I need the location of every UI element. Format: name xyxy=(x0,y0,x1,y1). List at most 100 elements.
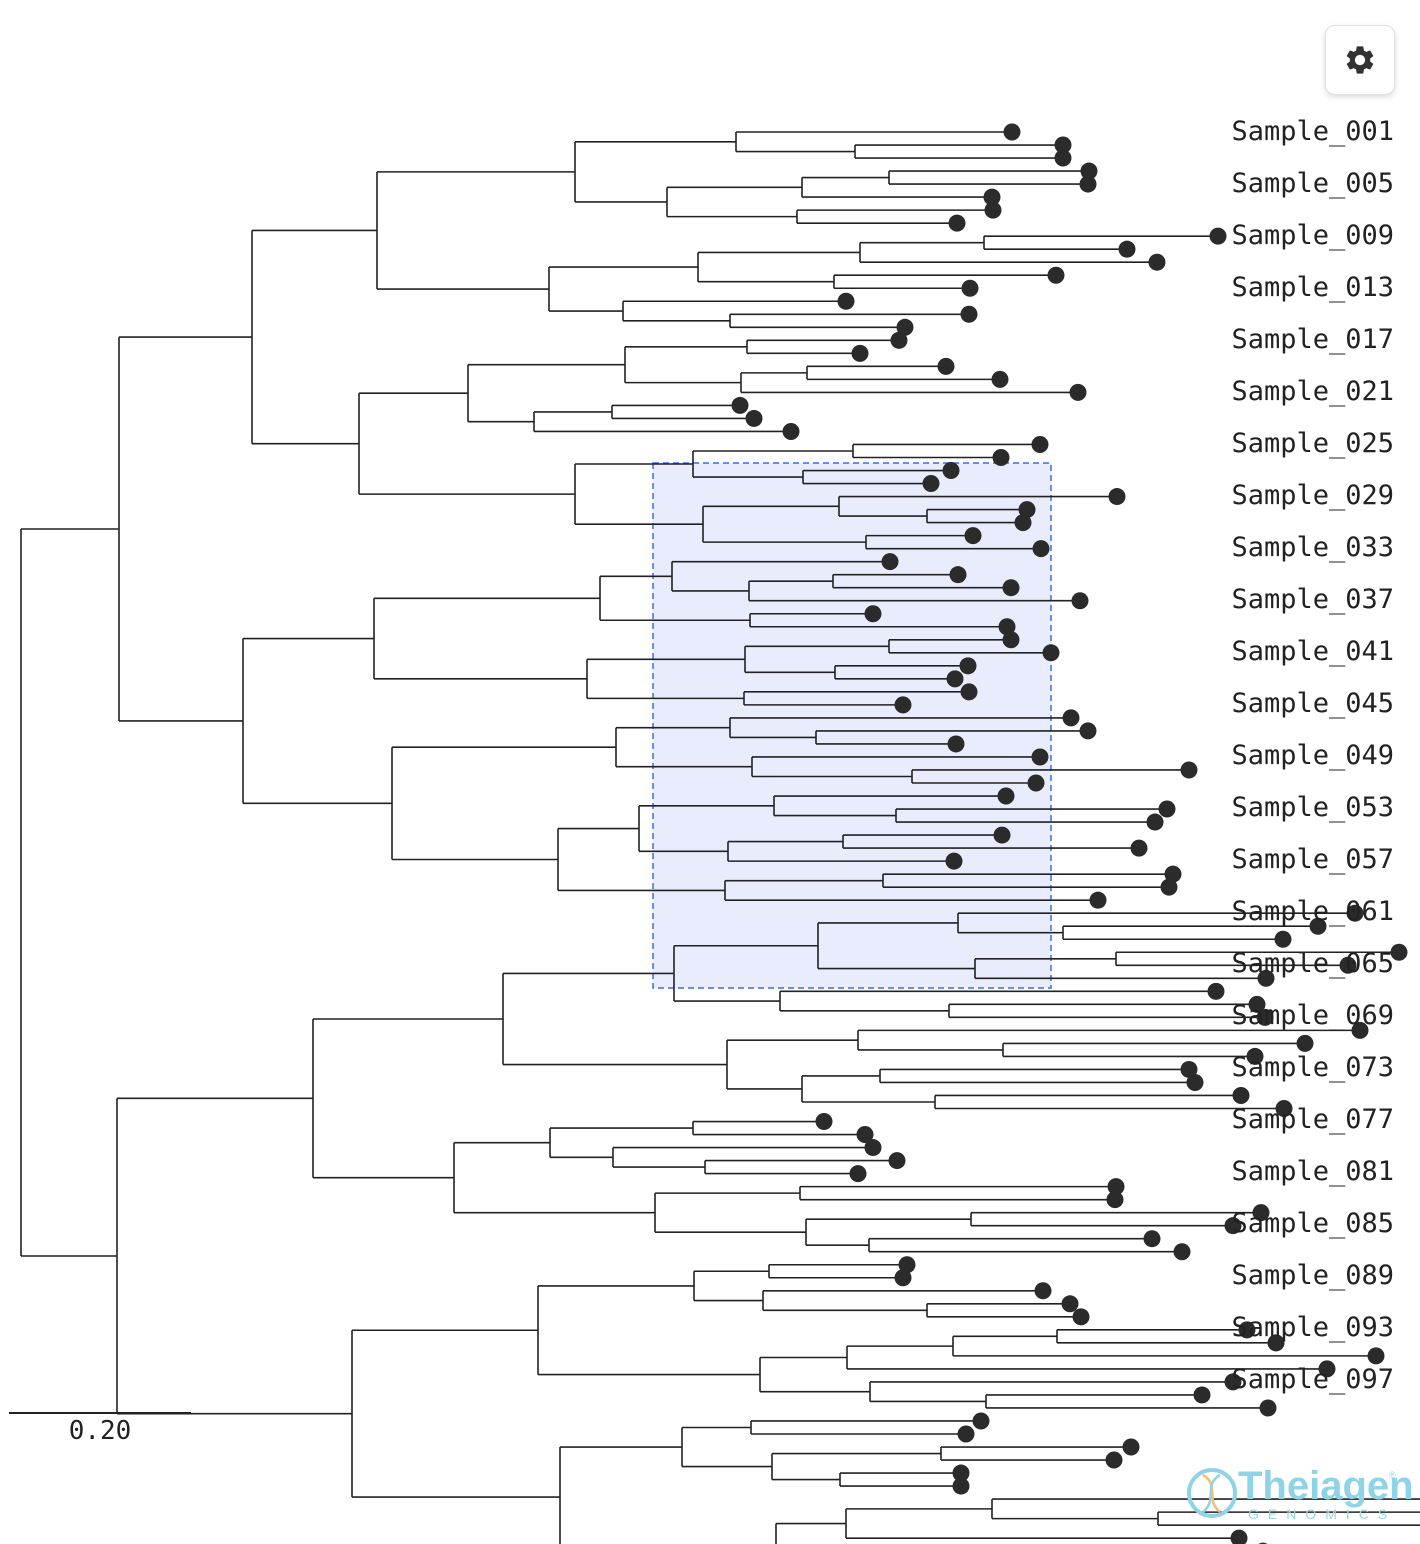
leaf-node[interactable] xyxy=(959,657,977,675)
leaf-node[interactable] xyxy=(1072,1308,1090,1326)
leaf-node[interactable] xyxy=(1108,488,1126,506)
leaf-node[interactable] xyxy=(1062,709,1080,727)
leaf-node[interactable] xyxy=(1018,501,1036,519)
leaf-node[interactable] xyxy=(1054,149,1072,167)
leaf-node[interactable] xyxy=(993,826,1011,844)
leaf-node[interactable] xyxy=(1193,1386,1211,1404)
leaf-node[interactable] xyxy=(1003,123,1021,141)
leaf-node[interactable] xyxy=(946,670,964,688)
leaf-node[interactable] xyxy=(997,787,1015,805)
leaf-node[interactable] xyxy=(1224,1373,1242,1391)
leaf-node[interactable] xyxy=(864,1139,882,1157)
leaf-node[interactable] xyxy=(1002,631,1020,649)
leaf-node[interactable] xyxy=(1256,1008,1274,1026)
leaf-node[interactable] xyxy=(1148,253,1166,271)
leaf-node[interactable] xyxy=(1274,930,1292,948)
leaf-node[interactable] xyxy=(1158,800,1176,818)
leaf-node[interactable] xyxy=(1031,435,1049,453)
leaf-node[interactable] xyxy=(1130,839,1148,857)
leaf-node[interactable] xyxy=(890,331,908,349)
leaf-node[interactable] xyxy=(948,214,966,232)
leaf-node[interactable] xyxy=(1309,917,1327,935)
leaf-node[interactable] xyxy=(945,852,963,870)
leaf-node[interactable] xyxy=(960,683,978,701)
leaf-node[interactable] xyxy=(888,1152,906,1170)
leaf-node[interactable] xyxy=(1339,956,1357,974)
leaf-node[interactable] xyxy=(1160,878,1178,896)
leaf-node[interactable] xyxy=(1061,1295,1079,1313)
leaf-node[interactable] xyxy=(1267,1334,1285,1352)
leaf-node[interactable] xyxy=(922,475,940,493)
leaf-node[interactable] xyxy=(851,344,869,362)
leaf-node[interactable] xyxy=(1207,982,1225,1000)
leaf-node[interactable] xyxy=(881,553,899,571)
leaf-node[interactable] xyxy=(1224,1217,1242,1235)
leaf-node[interactable] xyxy=(782,422,800,440)
leaf-node[interactable] xyxy=(1079,722,1097,740)
leaf-node[interactable] xyxy=(1275,1100,1293,1117)
leaf-node[interactable] xyxy=(1031,748,1049,766)
leaf-node[interactable] xyxy=(1027,774,1045,792)
leaf-node[interactable] xyxy=(1106,1191,1124,1209)
leaf-node[interactable] xyxy=(815,1113,833,1131)
leaf-node[interactable] xyxy=(1146,813,1164,831)
leaf-node[interactable] xyxy=(984,201,1002,219)
leaf-node[interactable] xyxy=(1257,969,1275,987)
leaf-node[interactable] xyxy=(1186,1073,1204,1091)
leaf-node[interactable] xyxy=(972,1412,990,1430)
leaf-node[interactable] xyxy=(1230,1529,1248,1544)
leaf-node[interactable] xyxy=(1164,865,1182,883)
leaf-node[interactable] xyxy=(991,370,1009,388)
leaf-node[interactable] xyxy=(745,409,763,427)
leaf-node[interactable] xyxy=(964,527,982,545)
leaf-node[interactable] xyxy=(1143,1230,1161,1248)
leaf-node[interactable] xyxy=(949,566,967,584)
leaf-node[interactable] xyxy=(1259,1399,1277,1417)
leaf-node[interactable] xyxy=(856,1126,874,1144)
leaf-node[interactable] xyxy=(1014,514,1032,532)
leaf-node[interactable] xyxy=(952,1477,970,1495)
leaf-node[interactable] xyxy=(1107,1178,1125,1196)
leaf-node[interactable] xyxy=(894,696,912,714)
leaf-node[interactable] xyxy=(1238,1321,1256,1339)
leaf-node[interactable] xyxy=(1346,904,1364,922)
leaf-node[interactable] xyxy=(896,318,914,336)
leaf-node[interactable] xyxy=(937,357,955,375)
leaf-node[interactable] xyxy=(1042,644,1060,662)
leaf-node[interactable] xyxy=(947,735,965,753)
leaf-node[interactable] xyxy=(1105,1451,1123,1469)
leaf-node[interactable] xyxy=(957,1425,975,1443)
leaf-node[interactable] xyxy=(894,1269,912,1287)
leaf-node[interactable] xyxy=(731,396,749,414)
leaf-node[interactable] xyxy=(992,449,1010,466)
leaf-node[interactable] xyxy=(1390,943,1408,961)
leaf-node[interactable] xyxy=(1252,1204,1270,1222)
leaf-node[interactable] xyxy=(952,1464,970,1482)
settings-button[interactable] xyxy=(1325,25,1395,95)
leaf-node[interactable] xyxy=(1069,383,1087,401)
leaf-node[interactable] xyxy=(1034,1282,1052,1300)
leaf-node[interactable] xyxy=(942,462,960,480)
leaf-node[interactable] xyxy=(1071,592,1089,610)
leaf-node[interactable] xyxy=(1246,1047,1264,1065)
leaf-node[interactable] xyxy=(1079,175,1097,193)
leaf-node[interactable] xyxy=(864,605,882,623)
leaf-node[interactable] xyxy=(961,279,979,297)
leaf-node[interactable] xyxy=(1296,1034,1314,1052)
leaf-node[interactable] xyxy=(1318,1360,1336,1378)
leaf-node[interactable] xyxy=(983,188,1001,206)
leaf-node[interactable] xyxy=(1209,227,1227,245)
leaf-node[interactable] xyxy=(1232,1086,1250,1104)
leaf-node[interactable] xyxy=(960,305,978,323)
leaf-node[interactable] xyxy=(1118,240,1136,258)
leaf-node[interactable] xyxy=(1173,1243,1191,1261)
leaf-node[interactable] xyxy=(1089,891,1107,909)
leaf-node[interactable] xyxy=(849,1165,867,1183)
leaf-node[interactable] xyxy=(1248,995,1266,1013)
leaf-node[interactable] xyxy=(1180,1060,1198,1078)
leaf-node[interactable] xyxy=(898,1256,916,1274)
leaf-node[interactable] xyxy=(1351,1021,1369,1039)
leaf-node[interactable] xyxy=(998,618,1016,636)
leaf-node[interactable] xyxy=(1122,1438,1140,1456)
